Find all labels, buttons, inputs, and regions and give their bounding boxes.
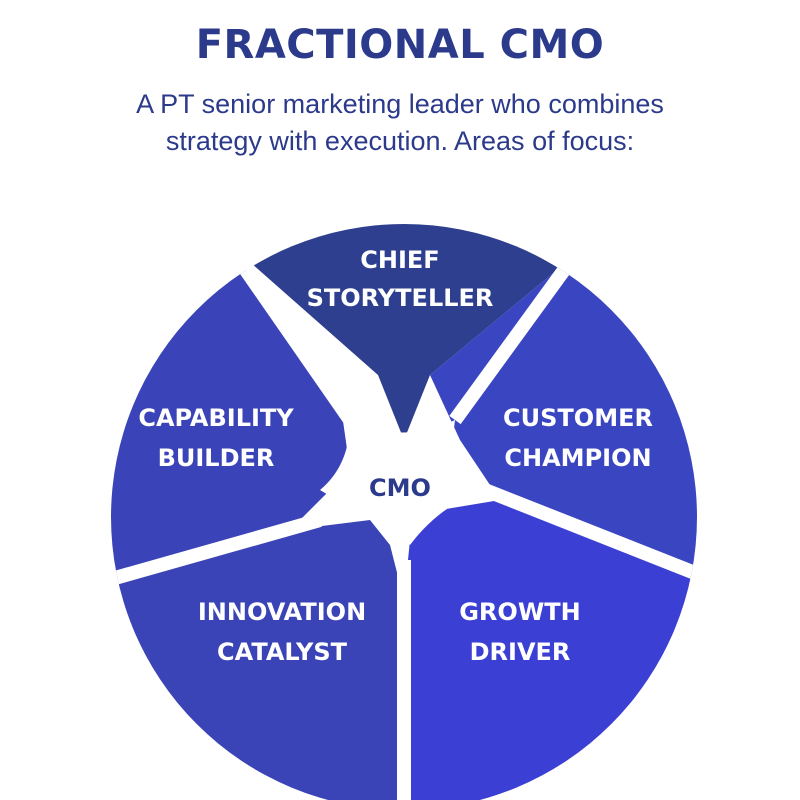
subtitle-line-2: strategy with execution. Areas of focus:: [165, 126, 635, 156]
divider-top-right: [449, 250, 581, 425]
label-innovation-catalyst-line-2: CATALYST: [217, 638, 348, 666]
center-hub: [320, 420, 485, 545]
label-capability-builder-line-2: BUILDER: [158, 444, 275, 472]
segment-chief-storyteller: [160, 224, 650, 440]
label-customer-champion-line-2: CHAMPION: [504, 444, 651, 472]
label-customer-champion-line-1: CUSTOMER: [503, 404, 653, 432]
label-innovation-catalyst-line-1: INNOVATION: [198, 598, 366, 626]
page-subtitle: A PT senior marketing leader who combine…: [60, 86, 740, 160]
center-label: CMO: [369, 474, 431, 502]
divider-right: [482, 483, 697, 582]
divider-left: [113, 513, 322, 585]
label-chief-storyteller-line-1: CHIEF: [360, 246, 439, 274]
label-capability-builder-line-1: CAPABILITY: [138, 404, 294, 432]
label-growth-driver-line-2: DRIVER: [470, 638, 571, 666]
label-growth-driver-line-1: GROWTH: [459, 598, 581, 626]
subtitle-line-1: A PT senior marketing leader who combine…: [136, 89, 664, 119]
page-title: FRACTIONAL CMO: [195, 22, 605, 68]
label-chief-storyteller-line-2: STORYTELLER: [307, 284, 494, 312]
